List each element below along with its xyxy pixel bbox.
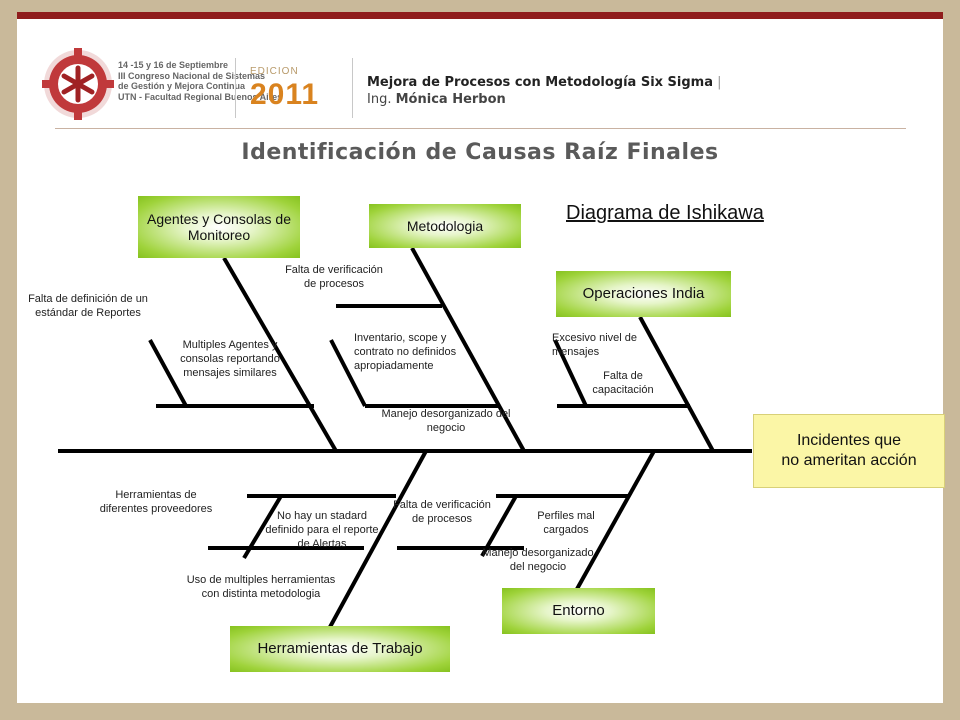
effect-line-2: no ameritan acción bbox=[781, 452, 917, 469]
utn-logo-icon bbox=[42, 48, 114, 120]
bone-operaciones bbox=[638, 316, 715, 452]
header-divider-1 bbox=[235, 58, 236, 118]
cause-no-stadard: No hay un stadard definido para el repor… bbox=[265, 510, 379, 550]
cause-falta-capacitacion: Falta de capacitación bbox=[592, 370, 654, 396]
congress-name-1: III Congreso Nacional de Sistemas bbox=[118, 70, 266, 81]
cause-falta-verificacion-top: Falta de verificación de procesos bbox=[285, 264, 383, 290]
sub-inventario bbox=[329, 339, 367, 407]
header-divider-2 bbox=[352, 58, 353, 118]
category-metodologia: Metodologia bbox=[369, 204, 521, 248]
effect-line-1: Incidentes que bbox=[796, 432, 902, 449]
header-separator: | bbox=[717, 75, 722, 90]
cause-inventario: Inventario, scope y contrato no definido… bbox=[354, 332, 457, 372]
category-entorno: Entorno bbox=[502, 588, 655, 634]
sub-manejo-bottom bbox=[480, 495, 518, 557]
author-prefix: Ing. bbox=[367, 92, 392, 107]
bone-entorno bbox=[575, 450, 656, 590]
author-name: Mónica Herbon bbox=[395, 92, 506, 107]
category-agentes: Agentes y Consolas de Monitoreo bbox=[138, 196, 300, 258]
edition-label: EDICION bbox=[250, 66, 299, 77]
cause-herramientas-diferentes: Herramientas de diferentes proveedores bbox=[99, 489, 213, 515]
congress-name-2: de Gestión y Mejora Continua bbox=[118, 81, 246, 91]
presentation-title: Mejora de Procesos con Metodología Six S… bbox=[367, 75, 713, 90]
congress-date: 14 -15 y 16 de Septiembre bbox=[118, 60, 229, 70]
cause-multiples-agentes: Multiples Agentes y consolas reportando … bbox=[180, 339, 280, 379]
slide-canvas bbox=[17, 17, 943, 703]
cause-falta-verificacion-bottom: Falta de verificación de procesos bbox=[393, 499, 491, 525]
cause-manejo-bottom: Manejo desorganizado del negocio bbox=[482, 547, 594, 573]
cause-falta-definicion: Falta de definición de un estándar de Re… bbox=[28, 293, 148, 319]
cause-excesivo: Excesivo nivel de mensajes bbox=[552, 332, 637, 358]
bone-herramientas bbox=[328, 450, 428, 628]
diagram-title: Diagrama de Ishikawa bbox=[566, 202, 764, 224]
cause-manejo-top: Manejo desorganizado del negocio bbox=[381, 408, 511, 434]
cause-perfiles: Perfiles mal cargados bbox=[537, 510, 595, 536]
presentation-header: Mejora de Procesos con Metodología Six S… bbox=[367, 74, 722, 108]
category-herramientas: Herramientas de Trabajo bbox=[230, 626, 450, 672]
cause-uso-multiples: Uso de multiples herramientas con distin… bbox=[186, 574, 336, 600]
top-accent-bar bbox=[17, 12, 943, 19]
congress-text: 14 -15 y 16 de Septiembre III Congreso N… bbox=[118, 60, 282, 102]
bone-agentes bbox=[222, 256, 338, 453]
effect-box: Incidentes que no ameritan acción bbox=[753, 414, 945, 488]
category-operaciones: Operaciones India bbox=[556, 271, 731, 317]
sub-excesivo bbox=[553, 339, 588, 407]
congress-host: UTN - Facultad Regional Buenos Aires bbox=[118, 91, 283, 102]
header-rule bbox=[55, 128, 906, 129]
bone-metodologia bbox=[410, 247, 526, 452]
slide-title: Identificación de Causas Raíz Finales bbox=[241, 140, 719, 165]
edition-year: 2011 bbox=[250, 78, 320, 111]
sub-falta-definicion bbox=[148, 339, 188, 407]
